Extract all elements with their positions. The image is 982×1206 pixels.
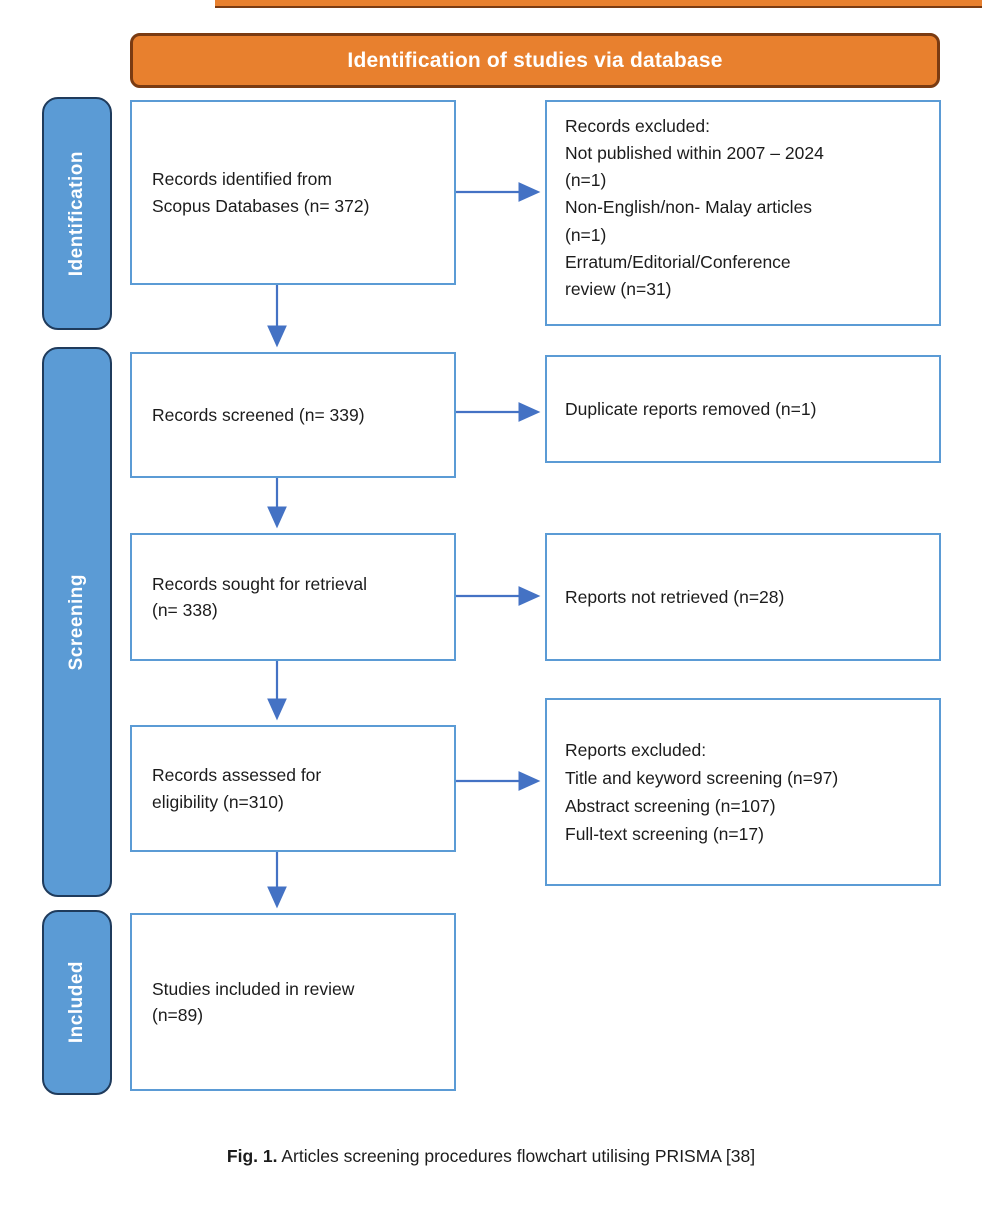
stage-included: Included	[42, 910, 112, 1095]
box-records-screened: Records screened (n= 339)	[130, 352, 456, 478]
box-records-sought: Records sought for retrieval(n= 338)	[130, 533, 456, 661]
cropped-banner-strip	[215, 0, 982, 8]
figure-caption-label: Fig. 1.	[226, 1146, 278, 1166]
figure-caption: Fig. 1. Articles screening procedures fl…	[0, 1146, 982, 1167]
banner-title: Identification of studies via database	[347, 48, 723, 72]
figure-caption-text: Articles screening procedures flowchart …	[277, 1146, 756, 1166]
box-records-excluded: Records excluded:Not published within 20…	[545, 100, 941, 326]
stage-screening-label: Screening	[66, 573, 87, 671]
banner-identification-via-database: Identification of studies via database	[130, 33, 940, 88]
box-reports-excluded: Reports excluded:Title and keyword scree…	[545, 698, 941, 886]
box-studies-included: Studies included in review(n=89)	[130, 913, 456, 1091]
stage-included-label: Included	[66, 961, 87, 1044]
stage-identification-label: Identification	[66, 150, 87, 277]
box-duplicates-removed: Duplicate reports removed (n=1)	[545, 355, 941, 463]
stage-screening: Screening	[42, 347, 112, 897]
stage-identification: Identification	[42, 97, 112, 330]
box-reports-not-retrieved: Reports not retrieved (n=28)	[545, 533, 941, 661]
